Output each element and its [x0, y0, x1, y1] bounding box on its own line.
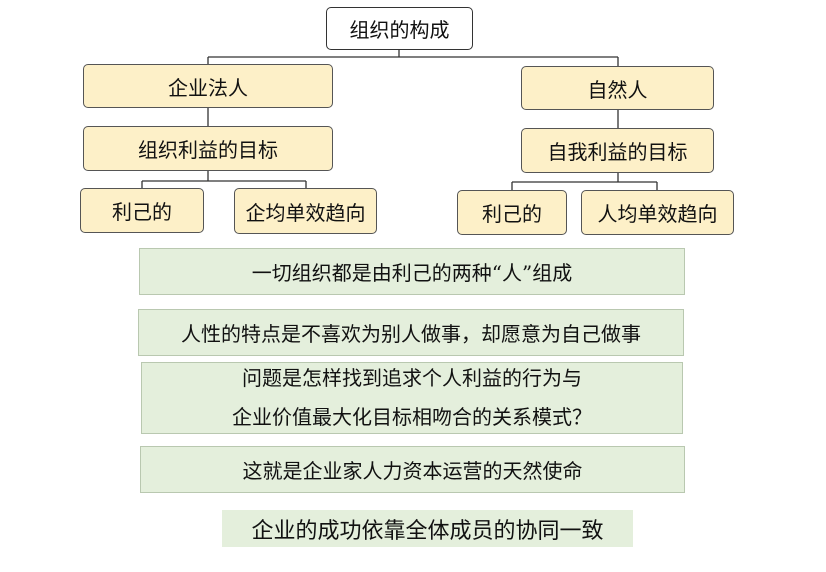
conclusion-band: 企业的成功依靠全体成员的协同一致	[222, 510, 633, 547]
right-goal-label: 自我利益的目标	[547, 140, 688, 164]
statement-band-2: 人性的特点是不喜欢为别人做事，却愿意为自己做事	[138, 309, 684, 356]
left-child-label-1: 利己的	[112, 200, 172, 224]
right-title-node: 自然人	[521, 66, 714, 110]
left-title-label: 企业法人	[168, 75, 248, 100]
left-title-node: 企业法人	[83, 64, 333, 108]
right-child-label-1: 利己的	[482, 202, 542, 226]
right-child-node-1: 利己的	[457, 190, 567, 235]
conclusion-text: 企业的成功依靠全体成员的协同一致	[251, 518, 604, 544]
left-child-node-1: 利己的	[80, 188, 204, 233]
statement-text-3-line-2: 企业价值最大化目标相吻合的关系模式？	[232, 405, 592, 429]
right-child-node-2: 人均单效趋向	[581, 190, 734, 235]
left-goal-label: 组织利益的目标	[138, 138, 278, 162]
statement-text-1: 一切组织都是由利己的两种“人”组成	[251, 261, 573, 285]
right-child-label-2: 人均单效趋向	[597, 202, 718, 226]
left-child-label-2: 企均单效趋向	[245, 200, 366, 225]
statement-band-4: 这就是企业家人力资本运营的天然使命	[140, 446, 685, 493]
right-title-label: 自然人	[587, 77, 648, 102]
left-child-node-2: 企均单效趋向	[234, 188, 377, 234]
statement-band-3: 问题是怎样找到追求个人利益的行为与 企业价值最大化目标相吻合的关系模式？	[141, 362, 683, 434]
statement-band-1: 一切组织都是由利己的两种“人”组成	[139, 248, 685, 295]
statement-text-2: 人性的特点是不喜欢为别人做事，却愿意为自己做事	[181, 322, 641, 346]
right-goal-node: 自我利益的目标	[521, 128, 714, 173]
statement-text-4: 这就是企业家人力资本运营的天然使命	[242, 459, 583, 483]
left-goal-node: 组织利益的目标	[83, 126, 333, 171]
root-node-label: 组织的构成	[349, 18, 450, 42]
statement-text-3-line-1: 问题是怎样找到追求个人利益的行为与	[242, 366, 582, 390]
root-node: 组织的构成	[326, 7, 473, 50]
